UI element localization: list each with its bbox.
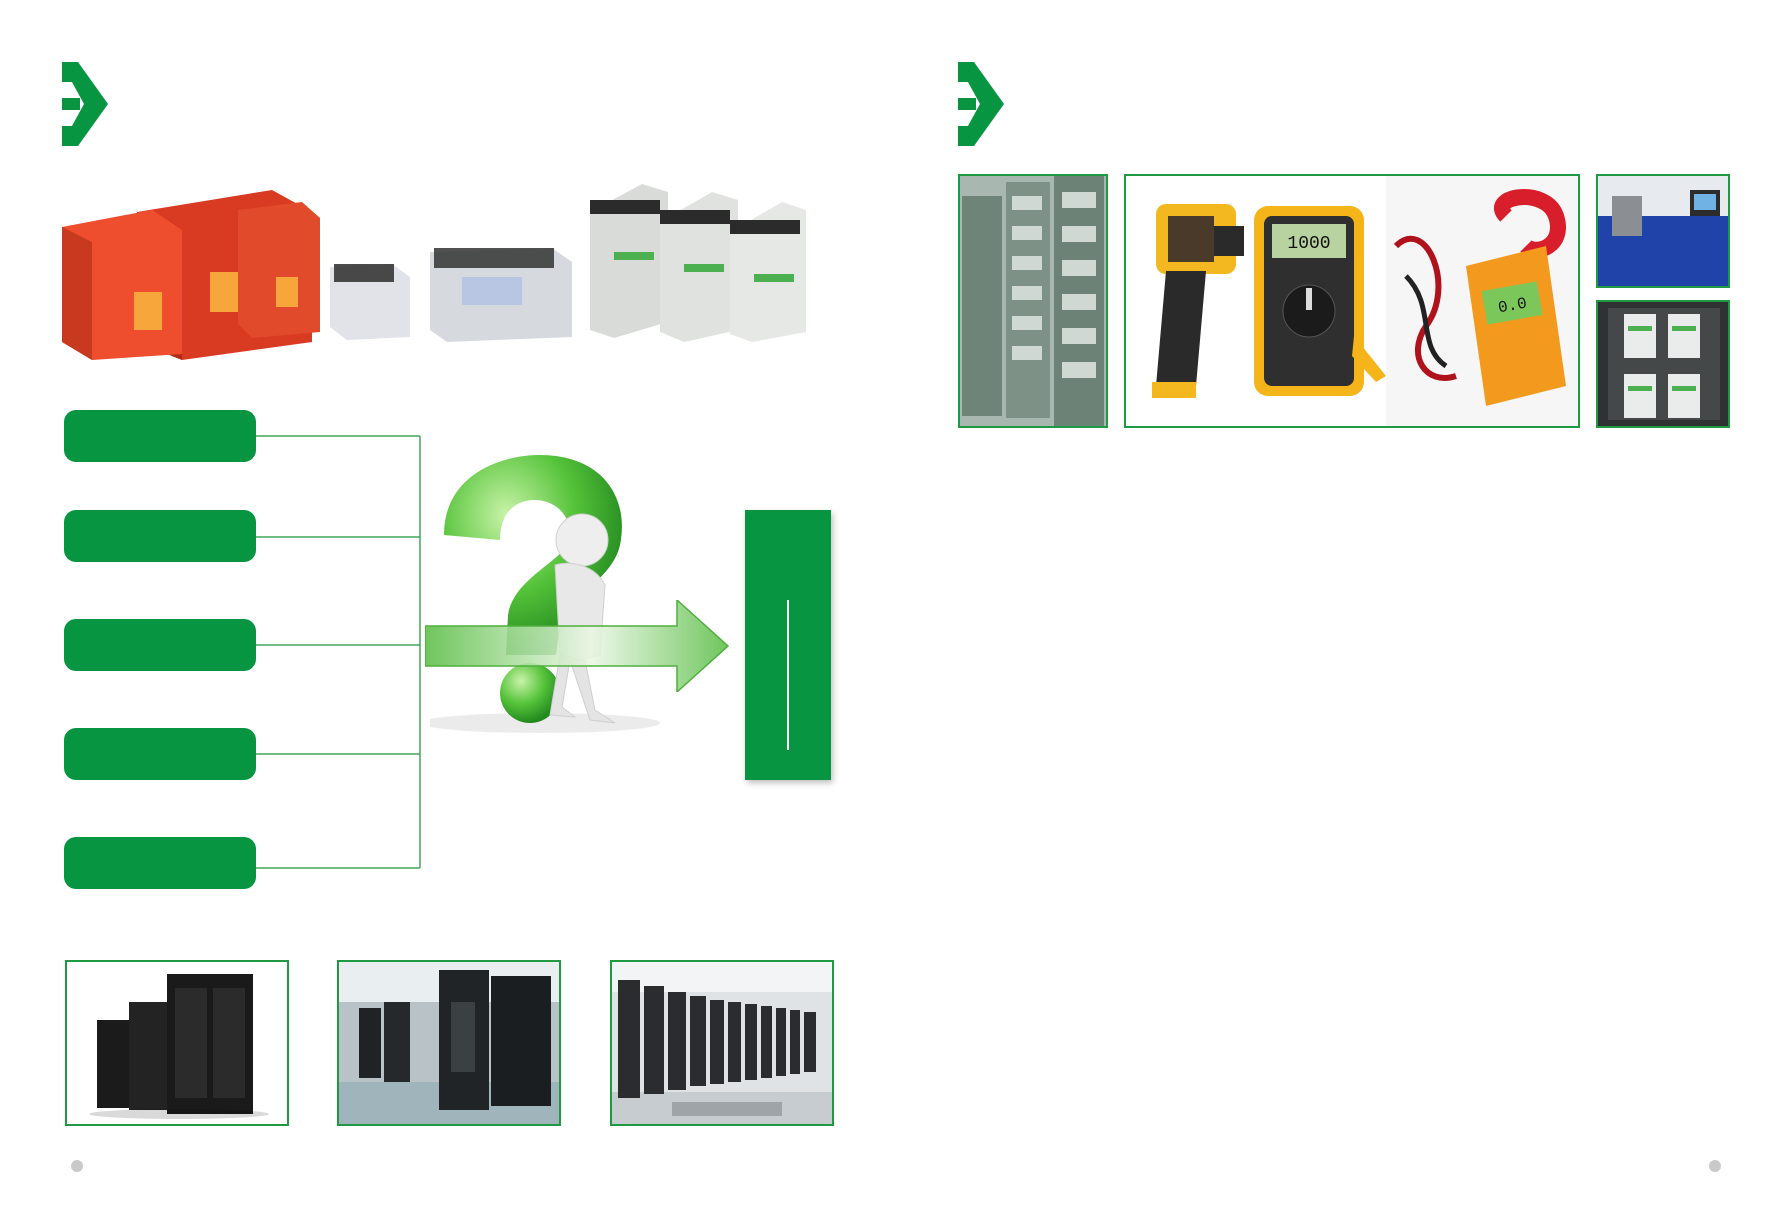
grey-battery-group xyxy=(330,248,572,342)
factor-box-3 xyxy=(64,619,256,671)
server-room-photo xyxy=(337,960,561,1126)
result-box-divider xyxy=(787,600,789,750)
factor-box-2 xyxy=(64,510,256,562)
result-box xyxy=(745,510,831,780)
lab-equipment-photo xyxy=(1596,174,1730,288)
ups-cabinets-photo xyxy=(65,960,289,1126)
battery-products-photo xyxy=(62,184,806,360)
data-center-photo xyxy=(610,960,834,1126)
battery-cabinet-photo xyxy=(1596,300,1730,428)
svg-text:0.0: 0.0 xyxy=(1497,295,1529,318)
left-page-dot xyxy=(71,1160,83,1172)
factor-box-4 xyxy=(64,728,256,780)
flow-arrow xyxy=(425,600,730,692)
right-page-dot xyxy=(1709,1160,1721,1172)
test-instruments-photo: 1000 0.0 xyxy=(1124,174,1580,428)
section-arrow-icon xyxy=(958,62,1004,146)
section-arrow-icon xyxy=(62,62,108,146)
question-mark-figure xyxy=(430,455,660,733)
factor-box-5 xyxy=(64,837,256,889)
thermal-camera-icon xyxy=(1152,204,1244,398)
red-battery-group xyxy=(62,190,320,360)
svg-text:1000: 1000 xyxy=(1287,234,1330,254)
multimeter-icon: 1000 xyxy=(1254,206,1386,396)
battery-rack-room-photo xyxy=(958,174,1108,428)
factor-box-1 xyxy=(64,410,256,462)
clamp-meter-icon: 0.0 xyxy=(1386,176,1578,426)
white-battery-group xyxy=(590,184,806,342)
